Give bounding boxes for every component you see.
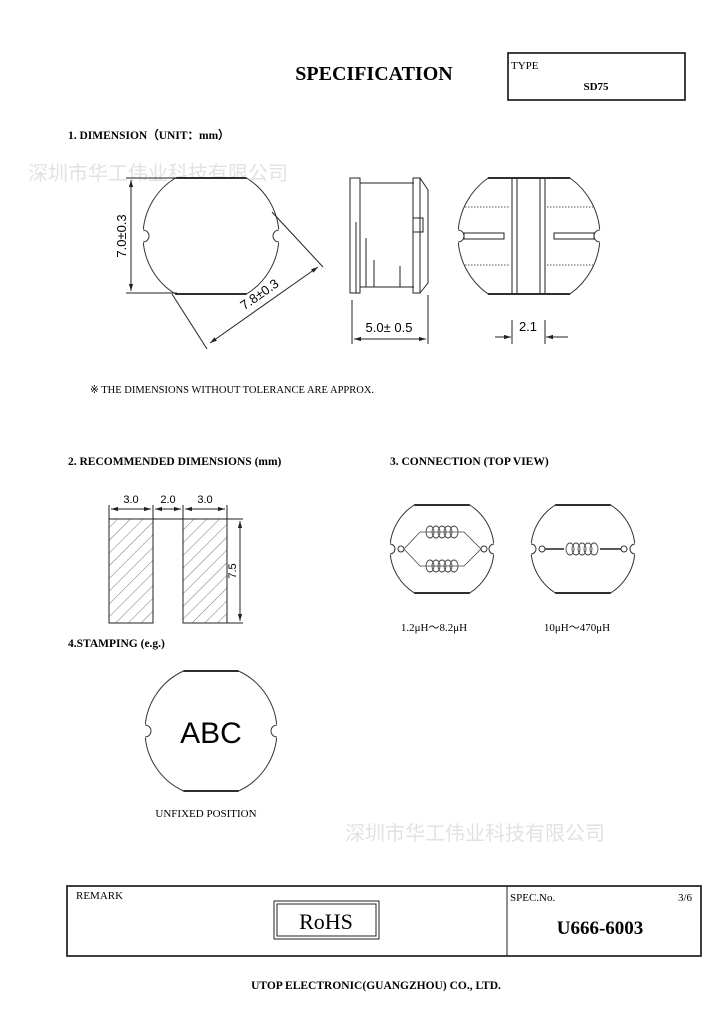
coil-loop (577, 542, 587, 556)
notch-mask (270, 724, 284, 738)
remark-label: REMARK (76, 890, 123, 902)
company-name: UTOP ELECTRONIC(GUANGZHOU) CO., LTD. (251, 980, 501, 992)
notch-mask (451, 229, 465, 243)
coil-loop (589, 542, 599, 556)
coil-loop-lower (449, 559, 459, 573)
top-view-drawing (136, 177, 286, 295)
pad-gap-label: 2.0 (160, 494, 175, 506)
stamping-caption: UNFIXED POSITION (155, 808, 256, 820)
pad-length-label: 7.5 (227, 563, 239, 578)
notch-mask (593, 229, 607, 243)
coil-loop-upper (425, 525, 435, 539)
notch-mask (138, 724, 152, 738)
notch (144, 724, 152, 738)
coil-loop (583, 542, 593, 556)
height-dimension-label: 7.0±0.3 (114, 214, 129, 257)
watermark-bottom: 深圳市华工伟业科技有限公司 (345, 822, 605, 845)
notch (270, 724, 278, 738)
type-value: SD75 (583, 81, 609, 93)
section-connection-heading: 3. CONNECTION (TOP VIEW) (390, 456, 549, 468)
type-label: TYPE (511, 60, 539, 72)
coil-loop-lower (443, 559, 453, 573)
terminal-right (480, 545, 488, 553)
coil-loop-lower (425, 559, 435, 573)
section-dimension-heading: 1. DIMENSION（UNIT：mm） (68, 128, 230, 142)
notch-mask (272, 229, 286, 243)
diameter-dimension-line (209, 266, 319, 344)
notch (272, 229, 280, 243)
terminal-left (538, 545, 546, 553)
coil-loop (565, 542, 575, 556)
series-inductance-range: 10μH～470μH (544, 622, 610, 634)
type-box (507, 52, 686, 101)
section-recommended-heading: 2. RECOMMENDED DIMENSIONS (mm) (68, 456, 282, 468)
remark-table (66, 885, 702, 957)
tolerance-note: ※ THE DIMENSIONS WITHOUT TOLERANCE ARE A… (90, 385, 374, 396)
parallel-connection-diagram (384, 504, 500, 594)
notch (629, 543, 636, 555)
notch (530, 543, 537, 555)
section-stamping-heading: 4.STAMPING (e.g.) (68, 638, 165, 650)
coil-loop-upper (437, 525, 447, 539)
disc-outline (389, 504, 495, 594)
pad-width-left-label: 3.0 (123, 494, 138, 506)
pad-width-right-label: 3.0 (197, 494, 212, 506)
land-pattern-drawing (108, 505, 243, 624)
notch-mask (629, 543, 641, 555)
terminal-left (397, 545, 405, 553)
terminal-right (620, 545, 628, 553)
page-number: 3/6 (678, 892, 693, 904)
stamping-drawing (138, 670, 284, 792)
notch (488, 543, 495, 555)
rohs-mark (273, 900, 380, 940)
lead-left (463, 232, 505, 240)
coil-loop-upper (431, 525, 441, 539)
rohs-text: RoHS (299, 909, 353, 934)
coil-loop-lower (437, 559, 447, 573)
coil-loop-upper (443, 525, 453, 539)
stamp-text: ABC (180, 717, 242, 750)
spec-number: U666-6003 (557, 918, 644, 939)
notch-mask (525, 543, 537, 555)
coil-loop-upper (449, 525, 459, 539)
coil-loop-lower (431, 559, 441, 573)
parallel-inductance-range: 1.2μH～8.2μH (401, 622, 467, 634)
page-title: SPECIFICATION (295, 63, 453, 85)
notch (142, 229, 150, 243)
notch-mask (136, 229, 150, 243)
notch-mask (488, 543, 500, 555)
disc-outline (142, 177, 280, 295)
side-view-drawing (349, 177, 429, 294)
disc-outline (530, 504, 636, 594)
series-connection-diagram (525, 504, 641, 594)
notch (389, 543, 396, 555)
notch-mask (384, 543, 396, 555)
end-view-drawing (451, 177, 607, 295)
spec-no-label: SPEC.No. (510, 892, 555, 904)
coil-loop (571, 542, 581, 556)
core-dimension-label: 2.1 (519, 319, 537, 334)
thickness-dimension-label: 5.0± 0.5 (366, 320, 413, 335)
wire-path (403, 531, 482, 567)
lead-right (553, 232, 595, 240)
